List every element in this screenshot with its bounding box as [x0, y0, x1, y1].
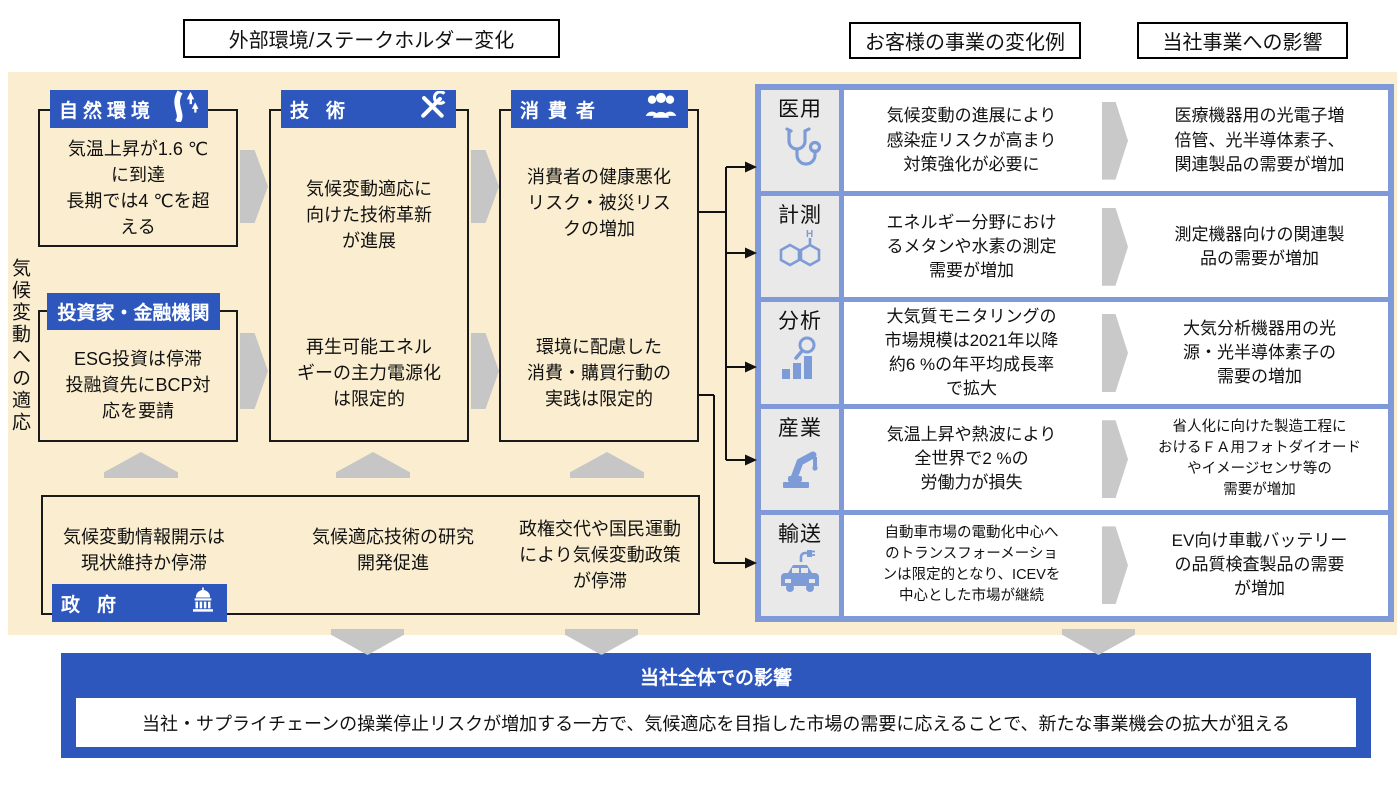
segment-change-text: 気候変動の進展により 感染症リスクが高まり 対策強化が必要に [886, 106, 1057, 174]
nature-body: 気温上昇が1.6 ℃ に到達 長期では4 ℃を超 える [66, 138, 210, 238]
segment-change-text: 大気質モニタリングの 市場規模は2021年以降 約6 %の年平均成長率 で拡大 [884, 306, 1059, 399]
government-policy-text: 政権交代や国民運動 により気候変動政策 が停滞 [519, 518, 681, 592]
nature-tab-label: 自然環境 [59, 100, 156, 122]
government-tab-label: 政府 [61, 594, 134, 616]
right-arrow-icon [1102, 207, 1128, 286]
right-arrow-icon [1102, 526, 1128, 605]
segment-row-medical: 医用 気候変動の進展により 感染症リスクが高まり 対策強化が必要に 医療機器用の… [761, 90, 1388, 192]
capitol-icon [188, 585, 218, 621]
segment-cell: 自動車市場の電動化中心へ のトランスフォーメーショ ンは限定的となり、ICEVを… [844, 514, 1388, 617]
segment-row-analysis: 分析 大気質モニタリングの 市場規模は2021年以降 約6 %の年平均成長率 で… [761, 302, 1388, 404]
segment-label: 輸送 [778, 522, 822, 546]
segment-impact-text: 測定機器向けの関連製 品の需要が増加 [1174, 224, 1345, 268]
technology-tab-label: 技術 [290, 100, 363, 122]
segment-cell: エネルギー分野におけ るメタンや水素の測定 需要が増加 測定機器向けの関連製 品… [844, 196, 1388, 298]
segment-change-text: 気温上昇や熱波により 全世界で2 %の 労働力が損失 [886, 425, 1057, 493]
segment-tile-measurement: 計測 H [761, 196, 839, 298]
segment-cell: 大気質モニタリングの 市場規模は2021年以降 約6 %の年平均成長率 で拡大 … [844, 302, 1388, 404]
segment-cell: 気候変動の進展により 感染症リスクが高まり 対策強化が必要に 医療機器用の光電子… [844, 90, 1388, 192]
road-trees-icon [165, 90, 199, 128]
segment-tile-industry: 産業 [761, 408, 839, 510]
segment-change-text: エネルギー分野におけ るメタンや水素の測定 需要が増加 [886, 212, 1057, 280]
segment-impact-text: 省人化に向けた製造工程に おけるＦＡ用フォトダイオード やイメージセンサ等の 需… [1158, 419, 1361, 499]
overall-impact-box: 当社全体での影響 当社・サプライチェーンの操業停止リスクが増加する一方で、気候適… [61, 653, 1371, 758]
segment-label: 医用 [778, 98, 822, 121]
segment-label: 計測 [778, 204, 822, 228]
government-tab: 政府 [52, 584, 227, 622]
svg-text:H: H [806, 229, 813, 240]
down-arrow-segments [1062, 629, 1135, 655]
government-research-text: 気候適応技術の研究 開発促進 [312, 526, 474, 573]
right-arrow-icon [1102, 314, 1128, 392]
segment-change-text: 自動車市場の電動化中心へ のトランスフォーメーショ ンは限定的となり、ICEVを… [882, 525, 1061, 605]
technology-body-top: 気候変動適応に 向けた技術革新 が進展 [306, 178, 432, 252]
technology-body-bottom: 再生可能エネル ギーの主力電源化 は限定的 [297, 336, 441, 410]
segment-row-measurement: 計測 H エネルギー分野におけ るメタンや水素の測定 需要が増加 測定機器向けの… [761, 196, 1388, 298]
right-arrow-icon [1102, 420, 1128, 499]
overall-impact-title: 当社全体での影響 [639, 668, 792, 689]
technology-tab: 技術 [281, 90, 456, 128]
segment-cell: 気温上昇や熱波により 全世界で2 %の 労働力が損失 省人化に向けた製造工程に … [844, 408, 1388, 510]
segment-label: 産業 [778, 416, 822, 440]
right-arrow-icon [1102, 101, 1128, 180]
header-company-impact: 当社事業への影響 [1137, 22, 1348, 59]
government-disclosure-text: 気候変動情報開示は 現状維持か停滞 [63, 526, 225, 573]
segment-tile-medical: 医用 [761, 90, 839, 192]
side-label-climate-adaptation: 気候変動への適応 [9, 258, 30, 434]
segment-tile-transport: 輸送 [761, 514, 839, 617]
molecule-icon: H [776, 229, 824, 280]
people-icon [643, 91, 679, 127]
consumer-body-bottom: 環境に配慮した 消費・購買行動の 実践は限定的 [527, 336, 671, 410]
segment-label: 分析 [778, 310, 822, 334]
segment-impact-text: 医療機器用の光電子増 倍管、光半導体素子、 関連製品の需要が増加 [1174, 106, 1345, 174]
segment-row-transport: 輸送 自動車市場の電動化中心へ のトランスフォーメーショ ンは [761, 514, 1388, 617]
ev-car-icon [776, 548, 824, 599]
consumer-body-top: 消費者の健康悪化 リスク・被災リス クの増加 [527, 166, 671, 240]
header-external-change-label: 外部環境/ステークホルダー変化 [228, 30, 515, 52]
header-customer-change: お客様の事業の変化例 [849, 22, 1081, 59]
header-company-impact-label: 当社事業への影響 [1162, 32, 1323, 54]
down-arrow-consumer [565, 629, 638, 655]
segment-impact-text: 大気分析機器用の光 源・光半導体素子の 需要の増加 [1183, 318, 1336, 387]
overall-impact-body: 当社・サプライチェーンの操業停止リスクが増加する一方で、気候適応を目指した市場の… [76, 698, 1356, 747]
magnifier-chart-icon [777, 335, 823, 388]
stethoscope-icon [776, 123, 824, 178]
header-customer-change-label: お客様の事業の変化例 [865, 32, 1065, 54]
segment-tile-analysis: 分析 [761, 302, 839, 404]
down-arrow-tech [331, 629, 404, 655]
investor-tab: 投資家・金融機関 [47, 293, 220, 330]
tools-icon [417, 90, 447, 127]
nature-tab: 自然環境 [50, 90, 208, 128]
investor-body: ESG投資は停滞 投融資先にBCP対 応を要請 [65, 348, 211, 422]
segment-row-industry: 産業 気温上昇や熱波により 全世界で2 %の 労働力が損失 省人化に向けた製造工… [761, 408, 1388, 510]
consumer-tab: 消費者 [511, 90, 688, 128]
segments-panel: 医用 気候変動の進展により 感染症リスクが高まり 対策強化が必要に 医療機器用の… [755, 84, 1394, 622]
segment-impact-text: EV向け車載バッテリー の品質検査製品の需要 が増加 [1171, 531, 1348, 599]
investor-tab-label: 投資家・金融機関 [57, 303, 210, 324]
robot-arm-icon [777, 442, 823, 495]
consumer-tab-label: 消費者 [520, 100, 605, 122]
header-external-change: 外部環境/ステークホルダー変化 [183, 19, 560, 58]
